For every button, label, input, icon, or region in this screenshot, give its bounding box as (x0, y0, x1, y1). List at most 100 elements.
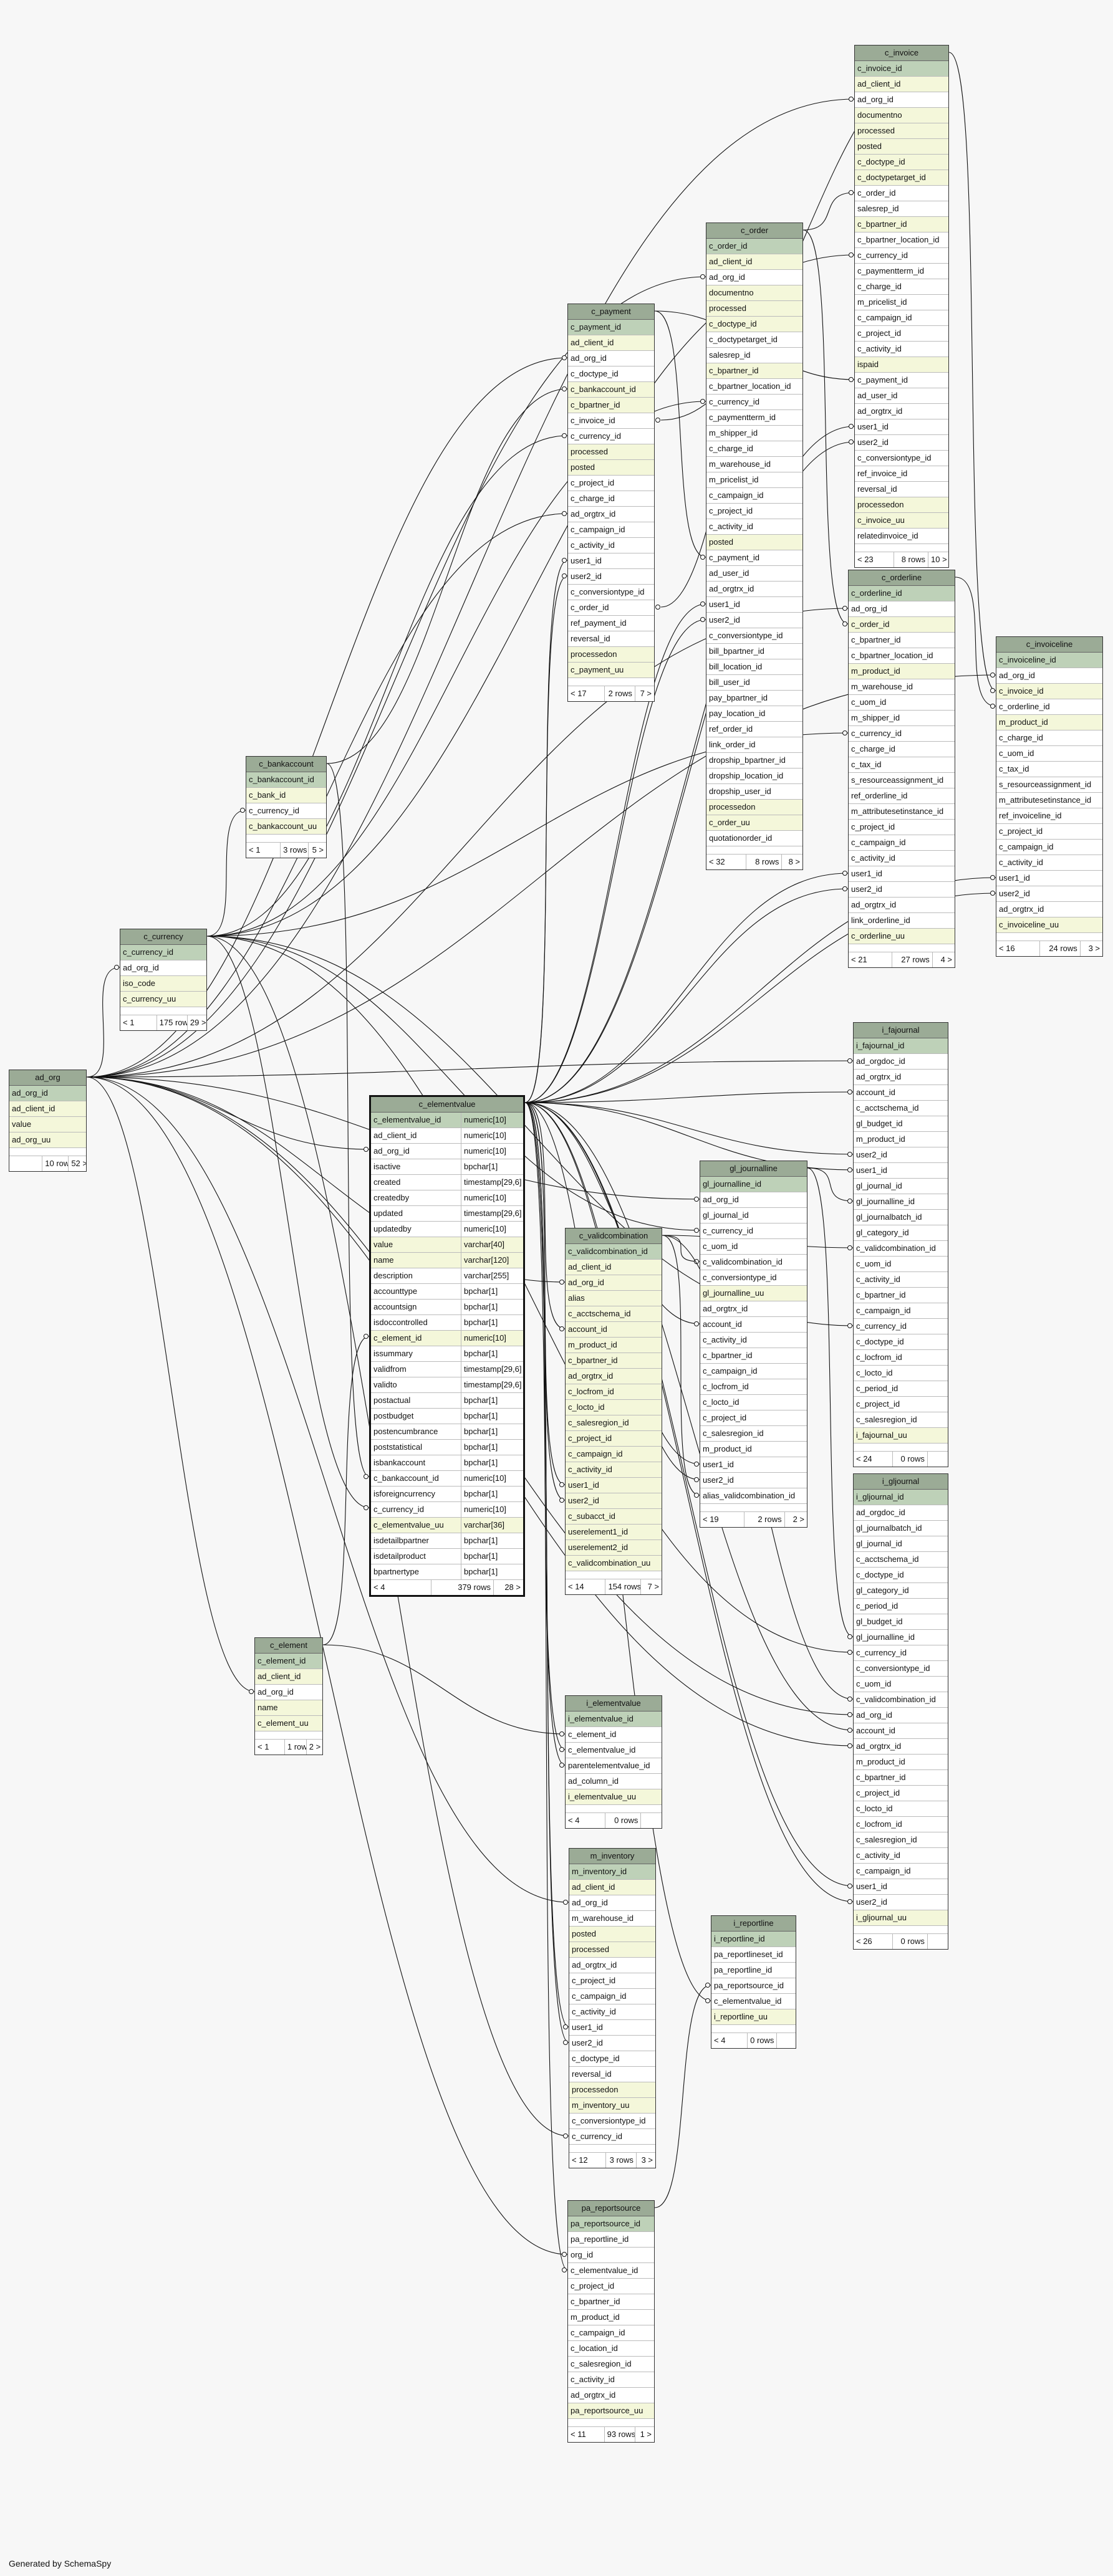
column-row[interactable]: c_order_id (849, 617, 955, 633)
column-row[interactable]: c_currency_id (568, 429, 654, 444)
column-row[interactable]: gl_journal_id (854, 1179, 948, 1194)
column-row[interactable]: c_locto_id (854, 1366, 948, 1381)
column-row[interactable]: c_activity_id (568, 538, 654, 553)
column-row[interactable]: c_project_id (569, 1973, 655, 1989)
column-row[interactable]: c_currency_id (849, 726, 955, 742)
column-row[interactable]: ad_orgtrx_id (566, 1369, 662, 1384)
column-row[interactable]: c_currency_uu (120, 992, 206, 1007)
column-row[interactable]: gl_journal_id (700, 1208, 807, 1223)
column-row[interactable]: c_locto_id (566, 1400, 662, 1415)
children-count[interactable]: 5 > (312, 845, 324, 855)
column-row[interactable]: c_bankaccount_id (246, 772, 326, 788)
column-row[interactable]: c_paymentterm_id (706, 410, 802, 426)
children-count[interactable] (777, 2033, 796, 2048)
column-row[interactable]: ad_user_id (855, 388, 948, 404)
column-row[interactable]: c_validcombination_id (566, 1244, 662, 1260)
column-row[interactable]: user2_id (566, 1493, 662, 1509)
column-row[interactable]: m_product_id (568, 2310, 654, 2325)
column-row[interactable]: link_orderline_id (849, 913, 955, 929)
column-row[interactable]: c_bpartner_location_id (706, 379, 802, 395)
column-row[interactable]: m_warehouse_id (706, 457, 802, 472)
column-row[interactable]: ad_org_id (568, 351, 654, 366)
column-row[interactable]: c_activity_id (855, 342, 948, 357)
column-row[interactable]: ad_orgtrx_id (706, 582, 802, 597)
column-row[interactable]: iso_code (120, 976, 206, 992)
column-row[interactable]: pa_reportline_id (711, 1963, 796, 1978)
column-row[interactable]: c_project_id (566, 1431, 662, 1447)
children-count[interactable]: 3 > (1088, 944, 1100, 953)
column-row[interactable]: documentno (855, 108, 948, 123)
column-row[interactable]: ad_orgdoc_id (854, 1054, 948, 1070)
column-row[interactable]: link_order_id (706, 737, 802, 753)
column-row[interactable]: posted (568, 460, 654, 476)
column-row[interactable]: ad_client_id (568, 335, 654, 351)
column-row[interactable]: c_activity_id (566, 1462, 662, 1478)
column-row[interactable]: c_bpartner_id (706, 363, 802, 379)
table-header[interactable]: c_orderline (849, 570, 955, 586)
children-count[interactable]: 8 > (788, 857, 800, 866)
column-row[interactable]: c_project_id (854, 1786, 948, 1801)
column-row[interactable]: reversal_id (569, 2067, 655, 2082)
children-count[interactable] (928, 1934, 948, 1949)
column-row[interactable]: c_campaign_id (854, 1303, 948, 1319)
column-row[interactable]: c_activity_id (569, 2004, 655, 2020)
column-row[interactable]: c_salesregion_id (568, 2357, 654, 2372)
column-row[interactable]: c_uom_id (996, 746, 1102, 762)
column-row[interactable]: c_salesregion_id (700, 1426, 807, 1442)
column-row[interactable]: c_elementvalue_id (711, 1994, 796, 2009)
column-row[interactable]: ref_invoiceline_id (996, 808, 1102, 824)
column-row[interactable]: c_currency_id (569, 2129, 655, 2145)
column-row[interactable]: pa_reportsource_id (568, 2216, 654, 2232)
column-row[interactable]: c_bpartner_id (854, 1288, 948, 1303)
column-row[interactable]: c_doctypetarget_id (706, 332, 802, 348)
table-header[interactable]: ad_org (9, 1070, 86, 1086)
children-count[interactable]: 29 > (190, 1018, 206, 1027)
column-row[interactable]: i_reportline_id (711, 1932, 796, 1947)
column-row[interactable]: c_period_id (854, 1599, 948, 1614)
column-row[interactable]: pay_location_id (706, 706, 802, 722)
column-row[interactable]: c_uom_id (854, 1677, 948, 1692)
column-row[interactable]: gl_journal_id (854, 1536, 948, 1552)
column-row[interactable]: c_locfrom_id (566, 1384, 662, 1400)
column-row[interactable]: ad_org_id (9, 1086, 86, 1101)
column-row[interactable]: i_fajournal_uu (854, 1428, 948, 1444)
column-row[interactable]: c_bpartner_id (700, 1348, 807, 1364)
column-row[interactable]: m_product_id (854, 1755, 948, 1770)
table-header[interactable]: i_fajournal (854, 1023, 948, 1038)
column-row[interactable]: ad_orgdoc_id (854, 1505, 948, 1521)
column-row[interactable]: c_locfrom_id (854, 1817, 948, 1832)
column-row[interactable]: c_salesregion_id (566, 1415, 662, 1431)
parents-count[interactable]: < 1 (120, 1015, 157, 1030)
column-row[interactable]: account_id (854, 1085, 948, 1101)
column-row[interactable]: c_project_id (700, 1410, 807, 1426)
column-row[interactable]: c_bankaccount_id (568, 382, 654, 398)
table-header[interactable]: i_gljournal (854, 1474, 948, 1490)
column-row[interactable]: user1_id (700, 1457, 807, 1473)
column-row[interactable]: bill_bpartner_id (706, 644, 802, 659)
column-row[interactable]: c_tax_id (849, 757, 955, 773)
children-count[interactable] (641, 1813, 662, 1828)
column-row[interactable]: c_doctype_id (854, 1334, 948, 1350)
column-row[interactable]: value (9, 1117, 86, 1132)
column-row[interactable]: c_conversiontype_id (700, 1270, 807, 1286)
children-count[interactable]: 7 > (647, 1582, 659, 1591)
column-row[interactable]: user2_id (855, 435, 948, 451)
column-row[interactable]: ad_client_id (706, 254, 802, 270)
column-row[interactable]: c_doctype_id (568, 366, 654, 382)
parents-count[interactable]: < 23 (855, 552, 894, 567)
column-row[interactable]: ispaid (855, 357, 948, 373)
column-row[interactable]: ad_client_id (566, 1260, 662, 1275)
table-header[interactable]: c_invoiceline (996, 637, 1102, 653)
column-row[interactable]: c_invoice_id (568, 413, 654, 429)
parents-count[interactable]: < 1 (255, 1740, 285, 1755)
